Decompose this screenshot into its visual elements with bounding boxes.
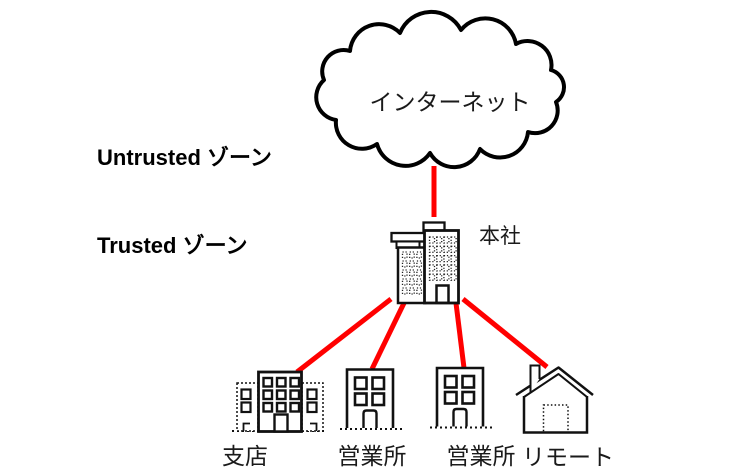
- sales-office-2-label: 営業所: [446, 443, 516, 469]
- remote-house-icon: [515, 364, 594, 434]
- sales-office-1-label: 営業所: [337, 443, 407, 469]
- hq-windows-left: [401, 251, 423, 295]
- branch-building-icon: [232, 370, 327, 433]
- connection-line-hq-branch: [295, 297, 393, 374]
- trusted-zone-label: Trusted ゾーン: [97, 233, 248, 258]
- hq-label: 本社: [479, 225, 521, 248]
- sales-office-1-icon: [340, 368, 404, 430]
- untrusted-zone-label: Untrusted ゾーン: [97, 145, 272, 170]
- connection-line-hq-remote: [461, 297, 549, 369]
- connection-line-hq-sales1: [369, 299, 408, 371]
- branch-label: 支店: [222, 443, 268, 469]
- hq-building-icon: [390, 221, 460, 305]
- hq-windows-right: [428, 236, 457, 281]
- sales-office-2-icon: [430, 366, 494, 429]
- internet-cloud-icon: [314, 9, 566, 170]
- remote-label: リモート: [522, 444, 614, 470]
- connection-line-hq-sales2: [453, 302, 467, 369]
- connection-lines: [295, 166, 549, 374]
- internet-label: インターネット: [369, 89, 531, 115]
